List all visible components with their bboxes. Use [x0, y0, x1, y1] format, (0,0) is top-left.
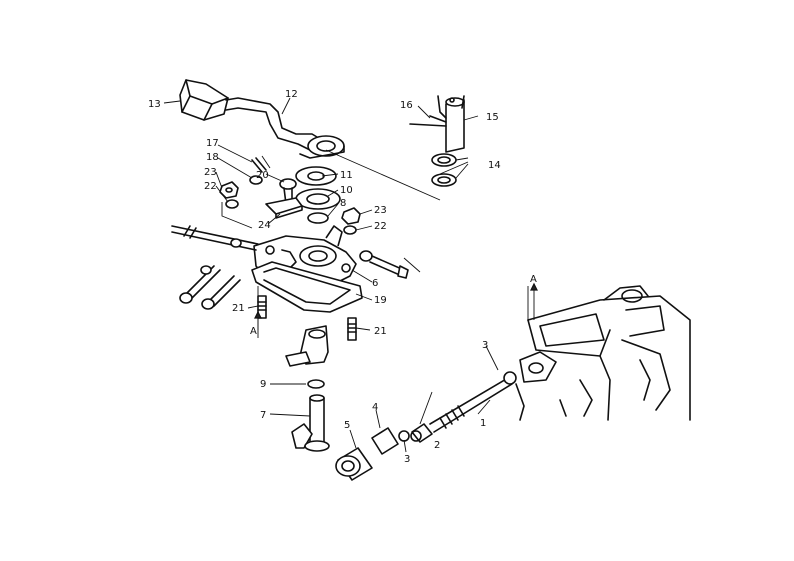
callout-leaders [163, 97, 499, 453]
link-plate-24 [265, 197, 303, 219]
bolt-lower-left-2 [201, 275, 241, 310]
assembly-guide-lines [221, 149, 529, 330]
callout-23-left: 23 [204, 167, 217, 178]
callout-5: 5 [344, 420, 350, 431]
shaft-1 [429, 377, 513, 433]
stud-21-right [347, 317, 357, 341]
callout-3-upper: 3 [482, 340, 488, 351]
callout-4: 4 [372, 402, 378, 413]
sleeve-4 [371, 427, 399, 455]
ring-18 [249, 175, 263, 185]
shift-fork-upper [285, 325, 329, 367]
callout-22-right: 22 [374, 221, 387, 232]
callout-23-right: 23 [374, 205, 387, 216]
callout-9: 9 [260, 379, 266, 390]
callout-18: 18 [206, 152, 219, 163]
callout-6: 6 [372, 278, 378, 289]
callout-8: 8 [340, 198, 346, 209]
ring-9 [307, 379, 325, 389]
callout-22-left: 22 [204, 181, 217, 192]
bolt-lower-left-1 [179, 265, 221, 304]
washer-3-lower [398, 430, 410, 442]
callout-a-lower: A [250, 326, 257, 337]
bearing-14-lower [431, 173, 457, 187]
clip-17 [251, 157, 267, 173]
callout-24: 24 [258, 220, 271, 231]
callout-7: 7 [260, 410, 266, 421]
callout-13: 13 [148, 99, 161, 110]
callout-12: 12 [285, 89, 298, 100]
callout-2: 2 [434, 440, 440, 451]
washer-22-right [343, 225, 357, 235]
washer-3-upper [503, 371, 517, 385]
reference-arrow-a-upper [530, 282, 538, 320]
callout-20: 20 [256, 170, 269, 181]
o-ring-8 [307, 212, 329, 224]
transmission-housing [515, 285, 691, 421]
seal-10 [295, 188, 341, 210]
callout-21-left: 21 [232, 303, 245, 314]
callout-1: 1 [480, 418, 486, 429]
base-plate-19 [251, 261, 363, 313]
cap-5 [335, 447, 373, 481]
callout-15: 15 [486, 112, 499, 123]
nut-23-right [341, 207, 361, 225]
callout-17: 17 [206, 138, 219, 149]
washer-22-left [225, 199, 239, 209]
pin-16 [409, 123, 447, 127]
callout-a-upper: A [530, 274, 537, 285]
callout-21-right: 21 [374, 326, 387, 337]
shift-arm-15 [429, 95, 465, 153]
long-bolt-upper [171, 225, 259, 251]
callout-10: 10 [340, 185, 353, 196]
bearing-14-upper [431, 153, 457, 167]
callout-3-lower: 3 [404, 454, 410, 465]
callout-labels: 13 12 17 18 23 22 20 11 10 8 23 22 24 6 … [148, 89, 537, 465]
callout-11: 11 [340, 170, 353, 181]
reference-arrow-a-lower [254, 310, 262, 338]
callout-14: 14 [488, 160, 501, 171]
washer-11 [295, 166, 337, 186]
bushing-2 [410, 423, 433, 443]
shift-lever [225, 97, 345, 159]
callout-16: 16 [400, 100, 413, 111]
callout-19: 19 [374, 295, 387, 306]
shaft-7 [291, 394, 330, 452]
shift-knob [179, 79, 229, 121]
bolt-right [359, 250, 409, 279]
